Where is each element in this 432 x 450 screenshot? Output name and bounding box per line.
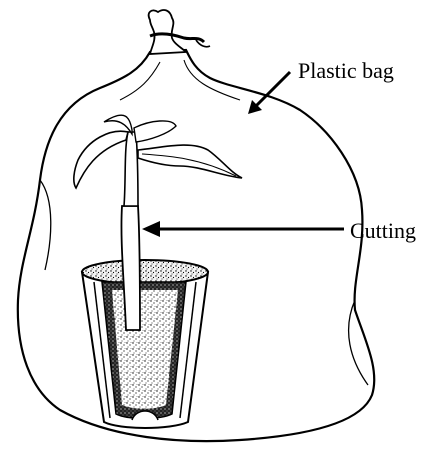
stem-upper — [124, 132, 138, 206]
pot-rim — [82, 260, 208, 284]
label-cutting: Cutting — [350, 220, 416, 242]
label-plastic-bag: Plastic bag — [298, 60, 394, 82]
plastic-bag — [18, 50, 374, 441]
bag-neck — [149, 10, 186, 54]
